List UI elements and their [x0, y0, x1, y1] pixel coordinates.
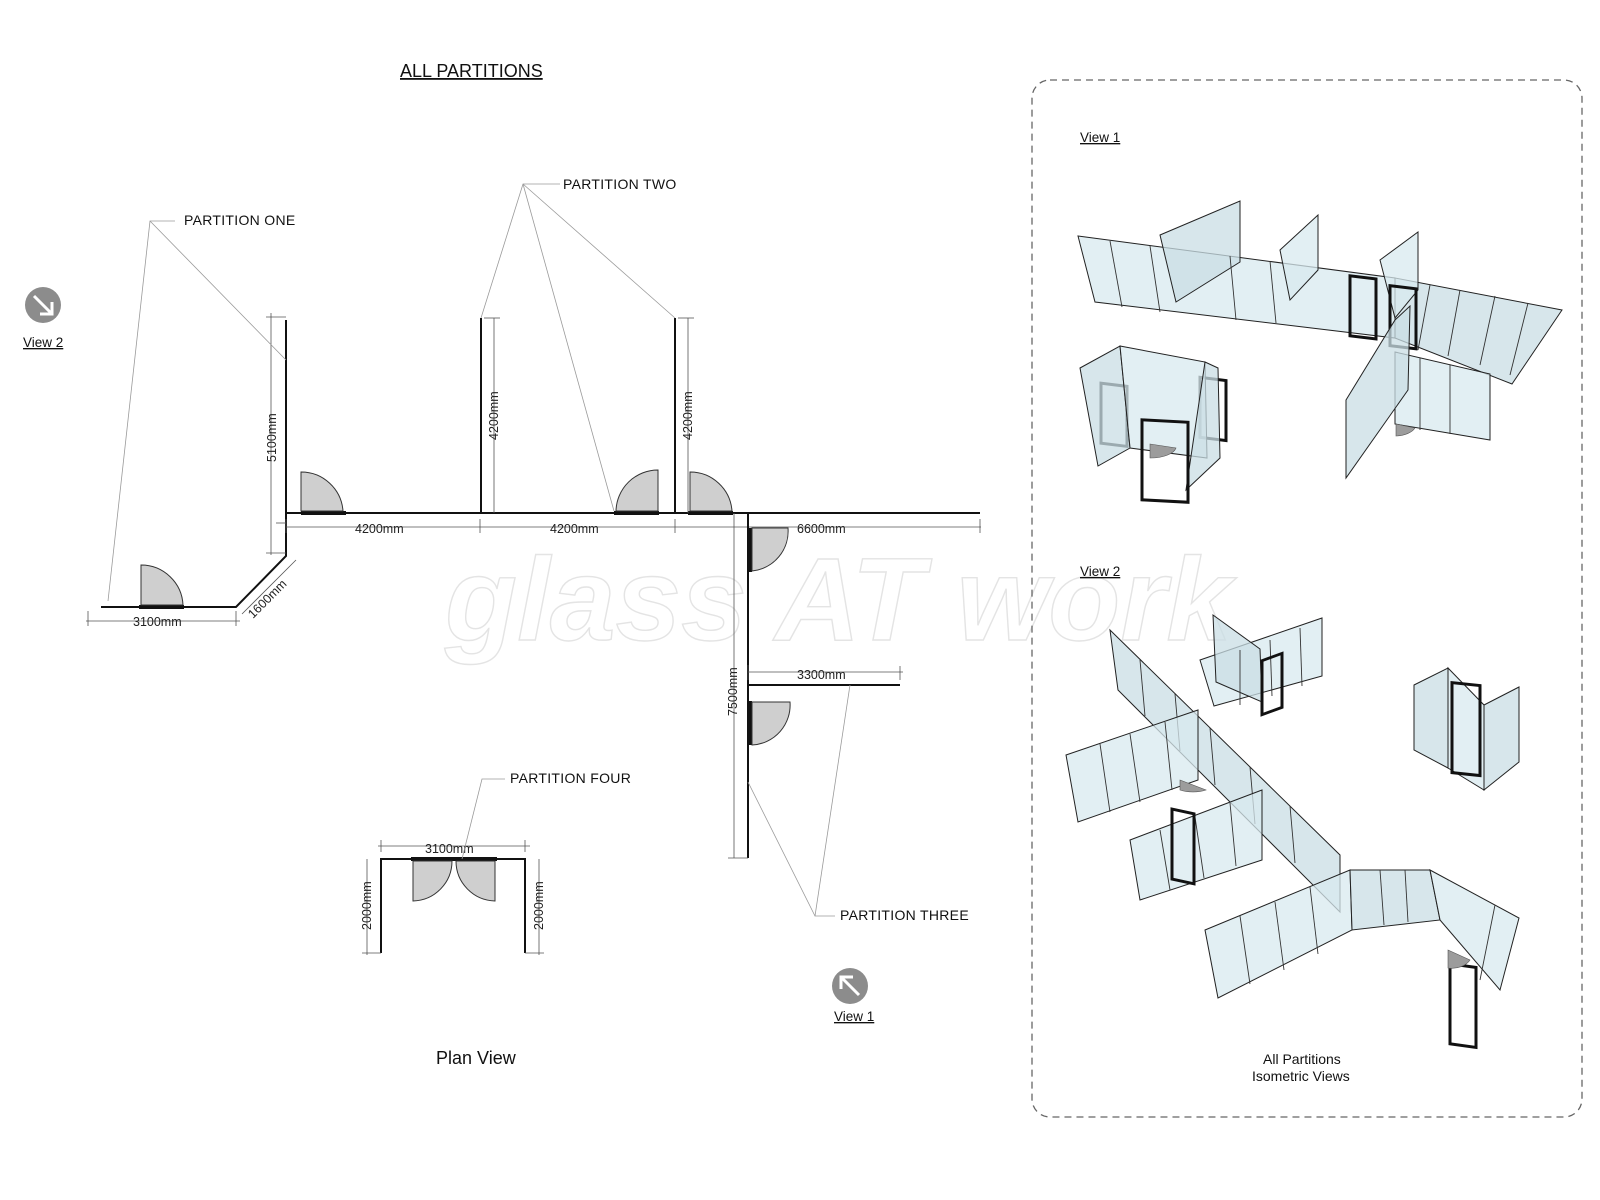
partition-three-dimensions [728, 513, 903, 859]
dim-p1-angle: 1600mm [245, 577, 289, 621]
view2-marker-label: View 2 [23, 335, 63, 350]
dim-p3-vertical: 7500mm [726, 667, 740, 716]
iso-view2-label: View 2 [1080, 564, 1120, 579]
partition-leaders [107, 183, 851, 917]
dim-p2-stub-a: 4200mm [487, 391, 501, 440]
dim-p2-bay1: 4200mm [355, 522, 404, 536]
partition-two-dimensions [285, 317, 981, 533]
dim-p4-width: 3100mm [425, 842, 474, 856]
partition-one-plan [101, 320, 346, 609]
iso-view1-label: View 1 [1080, 130, 1120, 145]
label-partition-three: PARTITION THREE [840, 907, 969, 923]
isometric-view-1 [1077, 200, 1563, 504]
dim-p2-bay2: 4200mm [550, 522, 599, 536]
dim-p1-height: 5100mm [265, 413, 279, 462]
label-partition-one: PARTITION ONE [184, 212, 296, 228]
dim-p4-left: 2000mm [360, 881, 374, 930]
drawing-title: ALL PARTITIONS [400, 61, 543, 81]
watermark: glass AT work [444, 534, 1237, 666]
partition-two-plan [286, 318, 980, 515]
partition-four-dimensions [362, 840, 544, 955]
partition-one-dimensions [86, 313, 297, 626]
dim-p1-width: 3100mm [133, 615, 182, 629]
iso-caption-line2: Isometric Views [1252, 1068, 1350, 1084]
plan-view-caption: Plan View [436, 1048, 517, 1068]
iso1-mullions [1109, 240, 1529, 376]
partition-three-plan [747, 513, 900, 858]
view1-marker [832, 968, 868, 1004]
view1-marker-label: View 1 [834, 1009, 874, 1024]
isometric-panel [1031, 79, 1583, 1118]
view2-marker [25, 287, 61, 323]
dim-p3-top: 6600mm [797, 522, 846, 536]
dim-p2-stub-b: 4200mm [681, 391, 695, 440]
partition-four-plan [380, 857, 526, 953]
arrow-down-right-icon [32, 294, 54, 316]
isometric-view-2 [1065, 613, 1520, 1050]
iso-caption-line1: All Partitions [1263, 1051, 1341, 1067]
dim-p4-right: 2000mm [532, 881, 546, 930]
label-partition-four: PARTITION FOUR [510, 770, 631, 786]
arrow-up-left-icon [839, 975, 861, 997]
label-partition-two: PARTITION TWO [563, 176, 677, 192]
dim-p3-branch: 3300mm [797, 668, 846, 682]
